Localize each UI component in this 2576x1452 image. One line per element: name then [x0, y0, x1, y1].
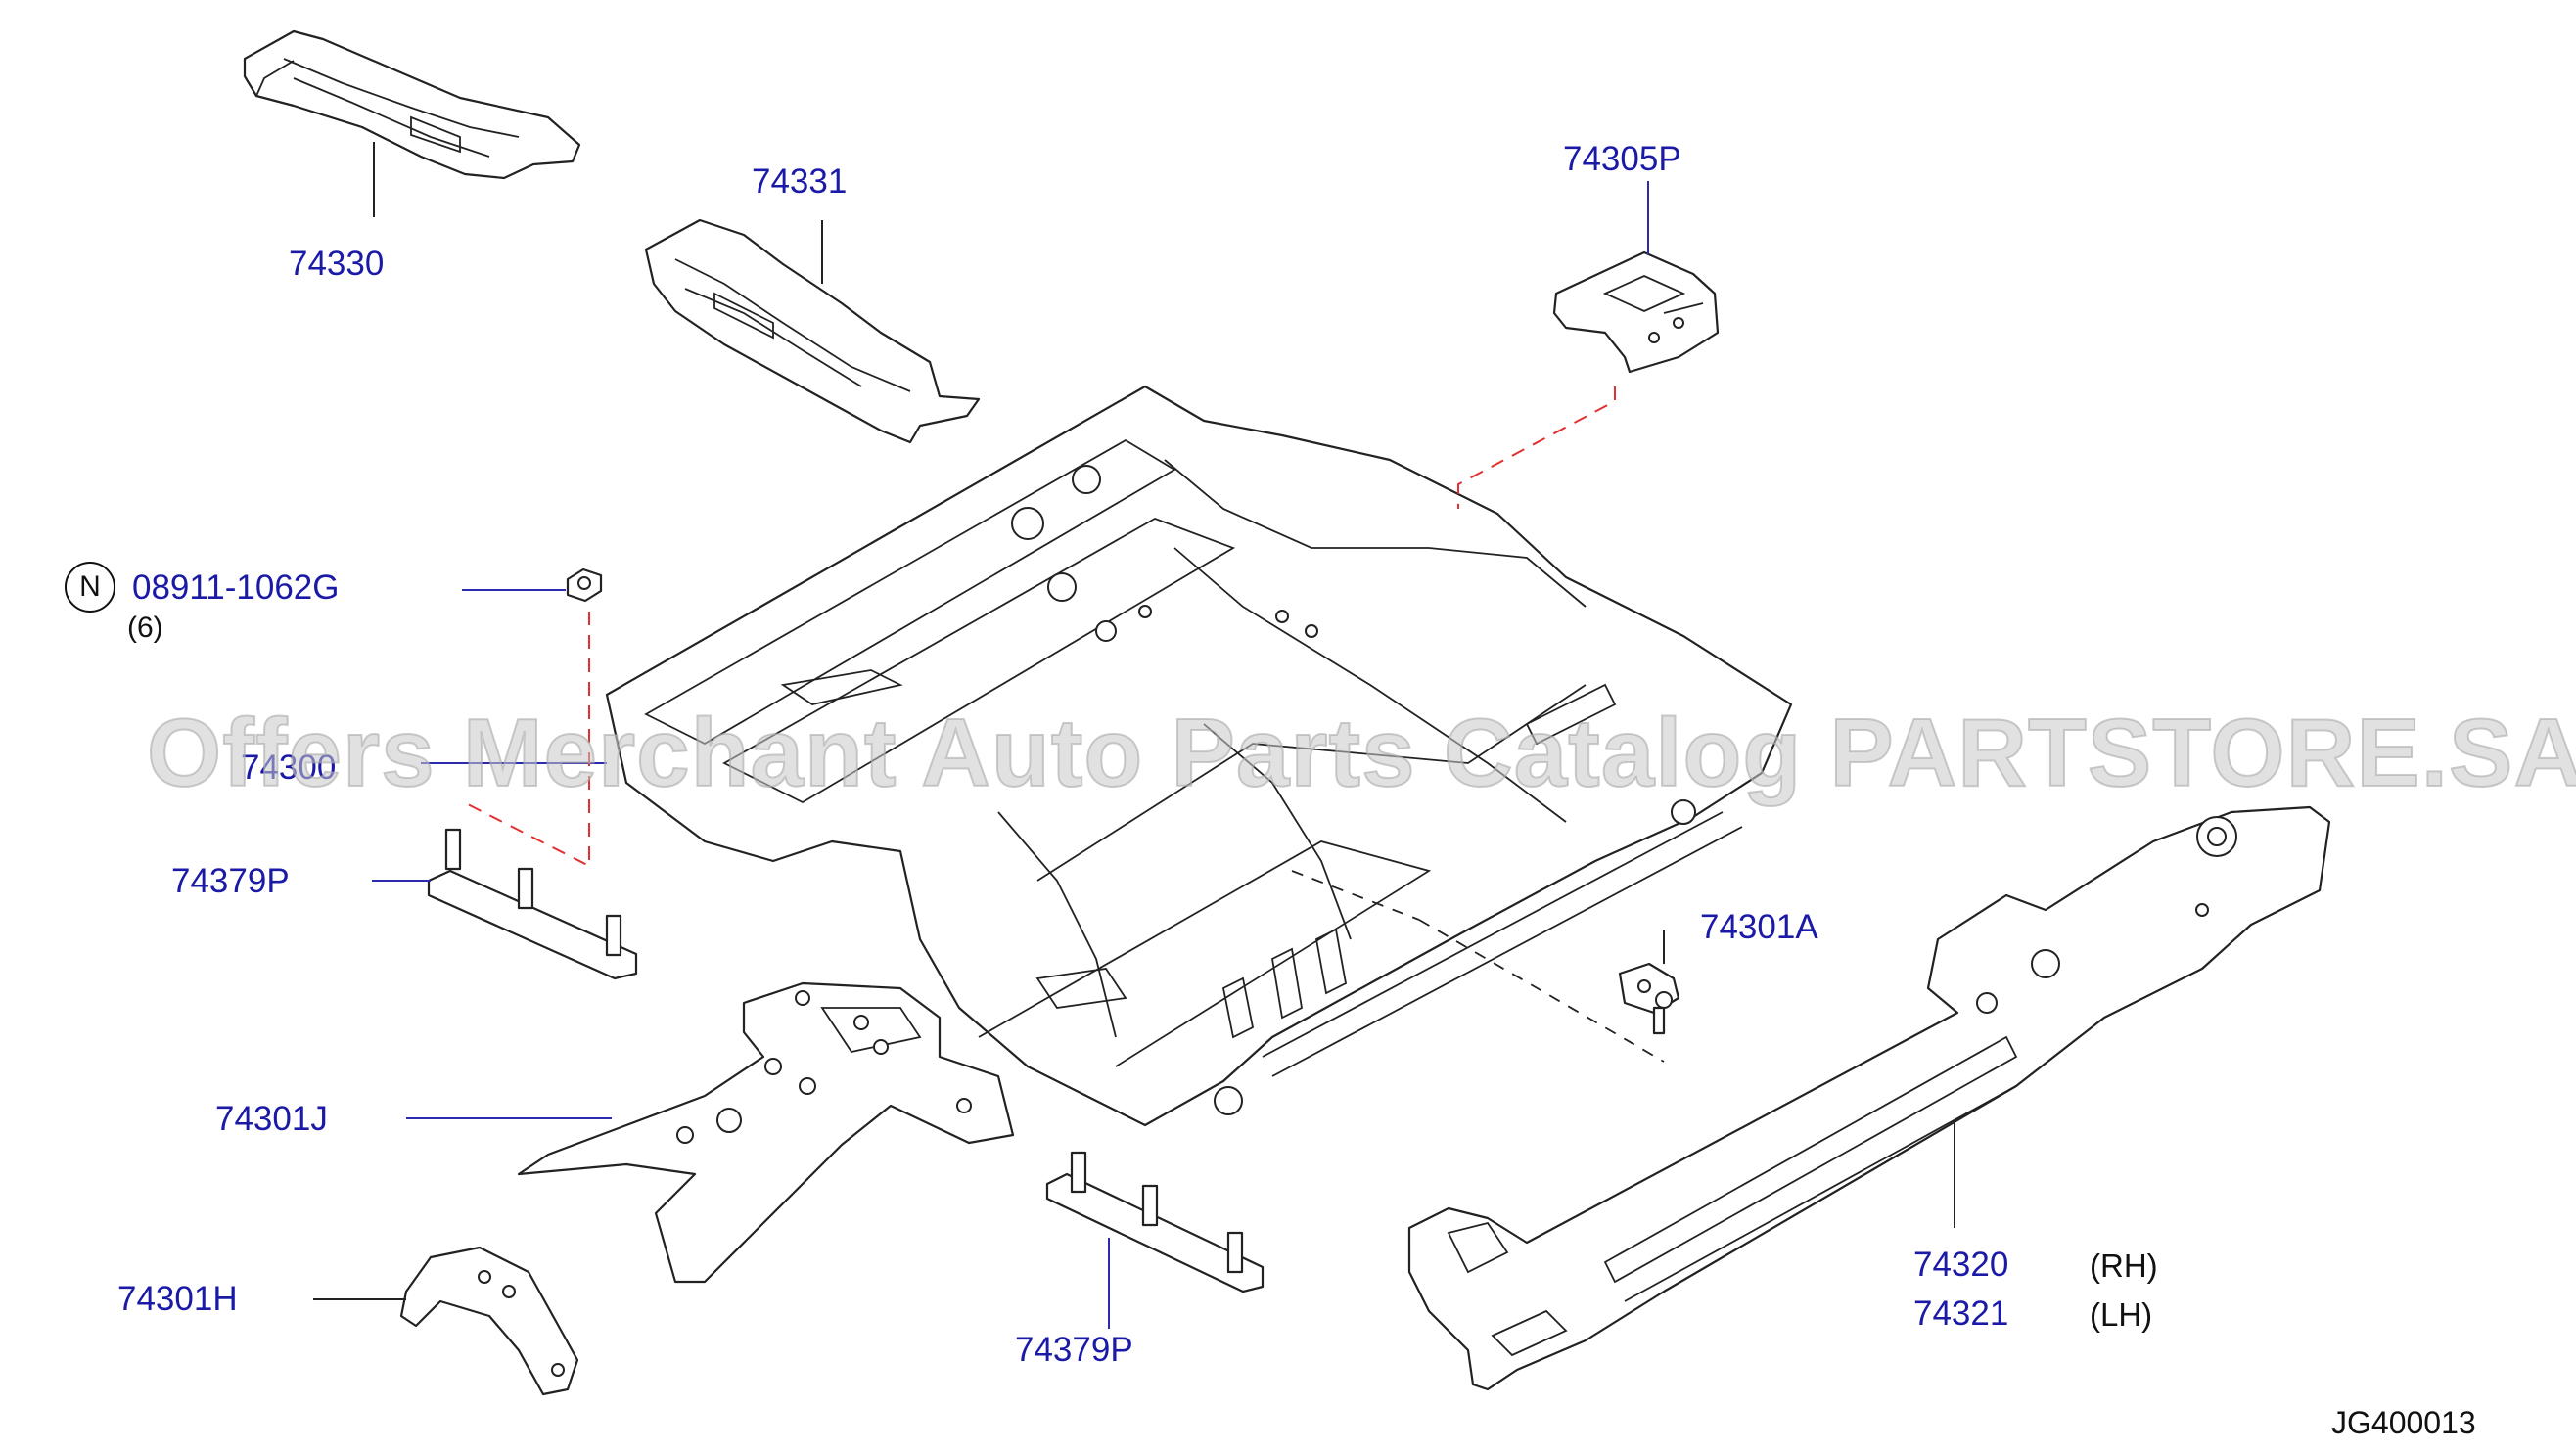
watermark: Offers Merchant Auto Parts Catalog PARTS… — [146, 699, 2576, 806]
diagram-code: JG400013 — [2331, 1405, 2476, 1440]
part-74301H-drawing — [399, 1246, 579, 1396]
label-74300[interactable]: 74300 — [241, 749, 337, 787]
part-74301J-drawing — [517, 981, 1015, 1284]
assembly-line-74301A — [1418, 919, 1665, 1063]
label-74305P[interactable]: 74305P — [1563, 140, 1681, 178]
assembly-line-74305P — [1457, 386, 1616, 509]
label-74321[interactable]: 74321 — [1913, 1294, 2009, 1333]
label-08911-1062G[interactable]: 08911-1062G — [132, 568, 340, 607]
part-74300-floor-drawing — [605, 385, 1793, 1127]
n-mark-icon: N — [65, 562, 115, 613]
part-74305P-drawing — [1552, 250, 1720, 374]
label-74379P-left[interactable]: 74379P — [171, 862, 290, 900]
part-74320-sill-drawing — [1407, 805, 2331, 1391]
side-lh: (LH) — [2090, 1296, 2153, 1333]
assembly-line-floor — [1291, 870, 1420, 921]
side-rh: (RH) — [2090, 1248, 2158, 1284]
label-74379P-bottom[interactable]: 74379P — [1015, 1331, 1133, 1369]
label-74301A[interactable]: 74301A — [1700, 908, 1818, 946]
part-74379P-bottom-drawing — [1045, 1151, 1265, 1293]
part-74301A-drawing — [1618, 962, 1680, 1035]
label-74331[interactable]: 74331 — [752, 162, 848, 201]
label-74330[interactable]: 74330 — [289, 245, 385, 283]
quantity-08911: (6) — [127, 612, 163, 644]
part-74330-drawing — [243, 29, 581, 180]
part-74379P-left-drawing — [427, 828, 638, 980]
label-74301H[interactable]: 74301H — [117, 1280, 238, 1318]
label-74301J[interactable]: 74301J — [215, 1100, 328, 1138]
label-74320[interactable]: 74320 — [1913, 1246, 2009, 1284]
part-74331-drawing — [644, 218, 981, 444]
nut-08911-drawing — [566, 567, 603, 603]
